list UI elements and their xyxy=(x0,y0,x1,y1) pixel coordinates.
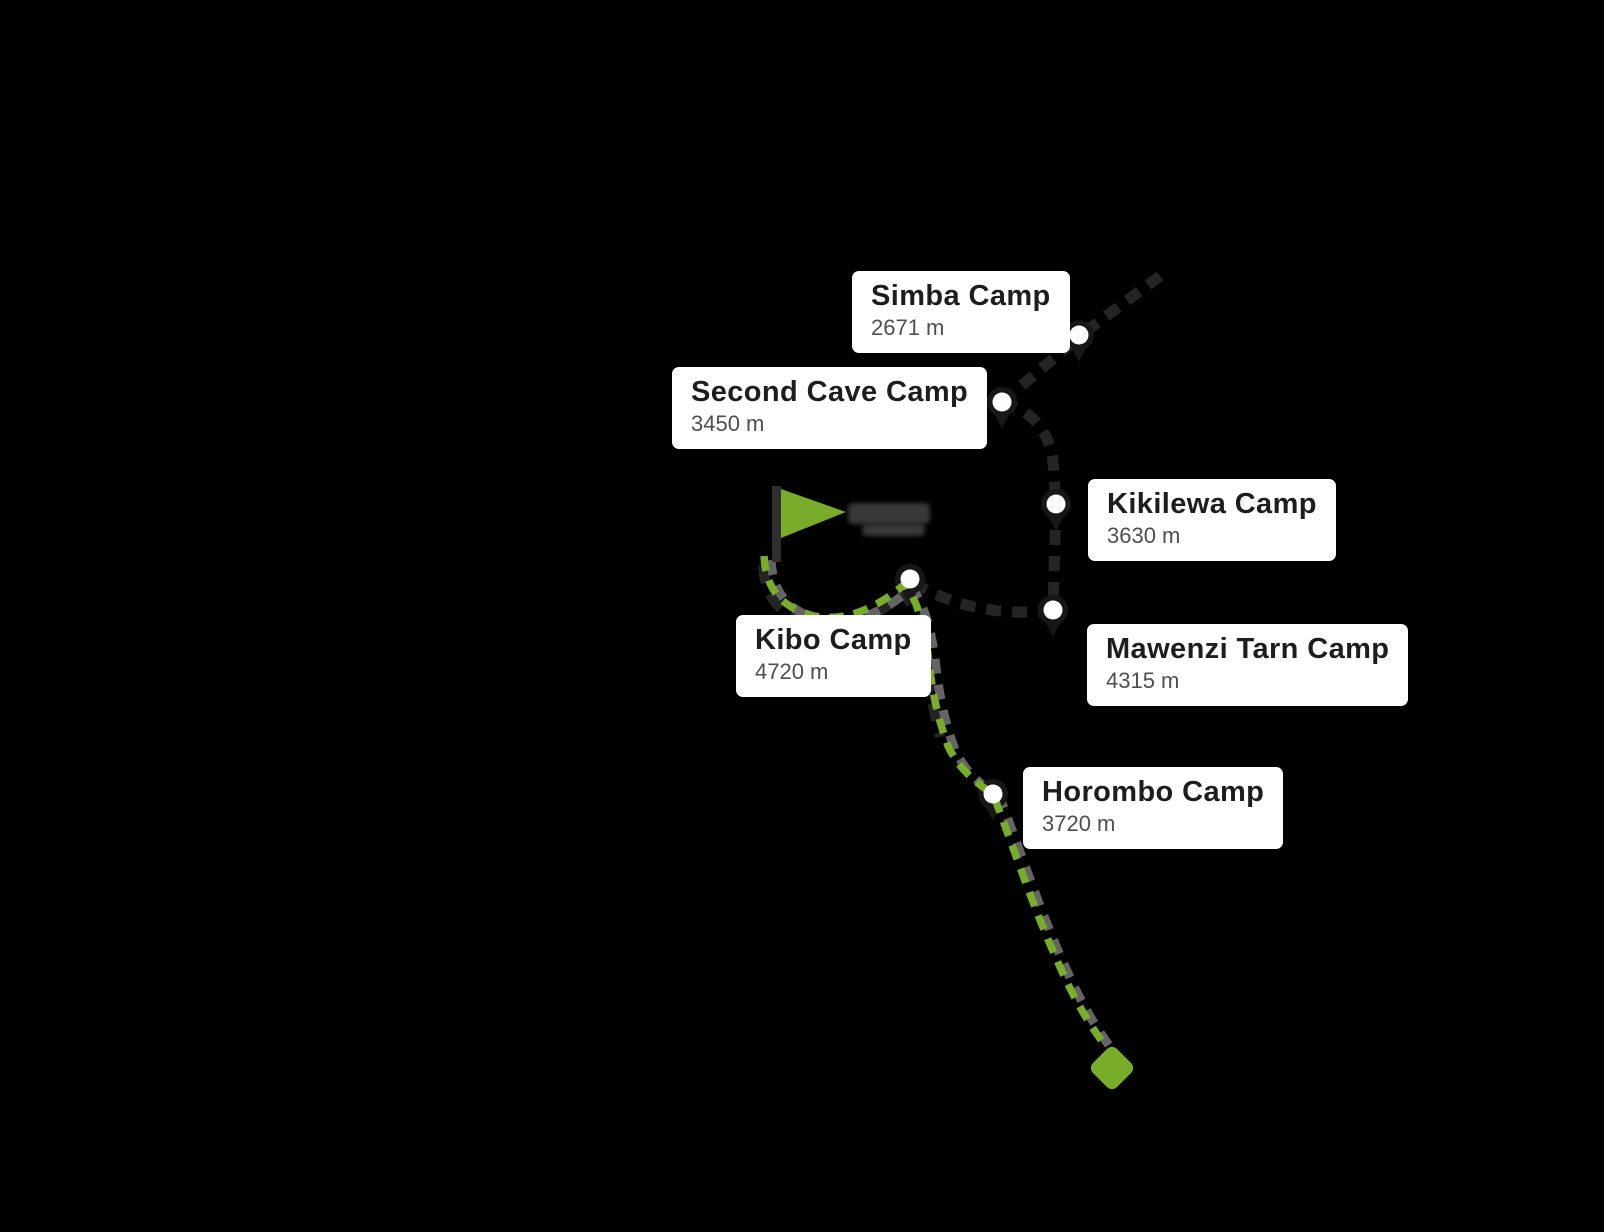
camp-name: Simba Camp xyxy=(871,280,1051,312)
camp-label: Simba Camp 2671 m xyxy=(852,271,1070,353)
camp-label: Second Cave Camp 3450 m xyxy=(672,367,988,449)
camp-label: Mawenzi Tarn Camp 4315 m xyxy=(1087,624,1409,706)
summit-flag-icon xyxy=(772,486,846,562)
camp-elevation: 3720 m xyxy=(1042,811,1116,837)
camp-name: Second Cave Camp xyxy=(691,376,969,408)
camp-marker-dot xyxy=(1046,494,1066,514)
camp-label: Kikilewa Camp 3630 m xyxy=(1088,479,1336,561)
camp-marker-dot xyxy=(1069,325,1089,345)
camp-elevation: 3450 m xyxy=(691,411,765,437)
camp-marker-dot xyxy=(992,392,1012,412)
camp-label: Horombo Camp 3720 m xyxy=(1023,767,1284,849)
camp-elevation: 4720 m xyxy=(755,659,829,685)
camp-marker-dot xyxy=(1043,600,1063,620)
camp-elevation: 3630 m xyxy=(1107,523,1181,549)
camp-marker-dot xyxy=(983,784,1003,804)
camp-name: Horombo Camp xyxy=(1042,776,1265,808)
camp-name: Kikilewa Camp xyxy=(1107,488,1317,520)
camp-name: Mawenzi Tarn Camp xyxy=(1106,633,1390,665)
trail-end-marker xyxy=(1090,1046,1134,1090)
terrain-shading xyxy=(848,503,930,536)
camp-name: Kibo Camp xyxy=(755,624,912,656)
camp-label: Kibo Camp 4720 m xyxy=(736,615,931,697)
camp-elevation: 2671 m xyxy=(871,315,945,341)
camp-marker-dot xyxy=(900,569,920,589)
camp-elevation: 4315 m xyxy=(1106,668,1180,694)
camp-marker-dots xyxy=(900,325,1089,804)
